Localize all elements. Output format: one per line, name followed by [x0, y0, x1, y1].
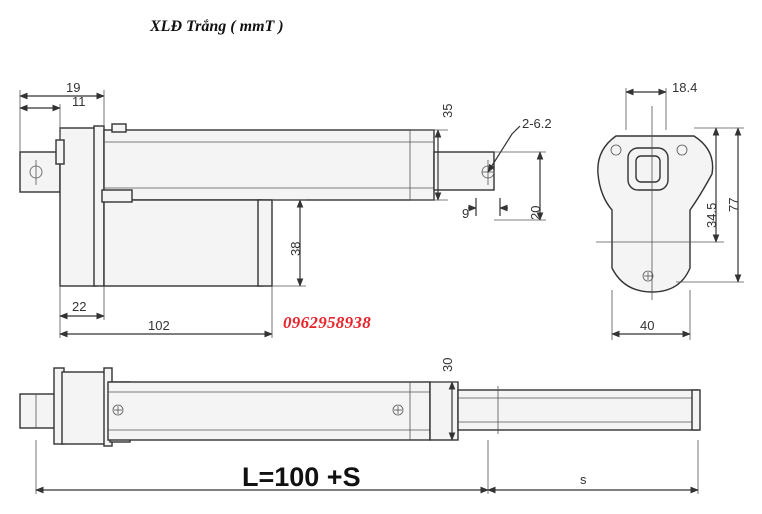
dim-35: 35 [440, 104, 455, 118]
dim-20: 20 [528, 206, 543, 220]
end-view-hole-left [610, 144, 622, 156]
drawing-title: XLĐ Trắng ( mmT ) [150, 18, 284, 35]
dim-11: 11 [72, 94, 86, 109]
dim-77: 77 [726, 198, 741, 212]
dim-102: 102 [148, 318, 170, 333]
dim-34-5: 34.5 [704, 203, 719, 228]
dim-9: 9 [462, 206, 469, 221]
dim-22: 22 [72, 299, 86, 314]
end-view: 18.4 34.5 77 40 [596, 80, 744, 340]
rear-flange [59, 127, 97, 287]
rear-clevis [19, 151, 61, 193]
top-screw-left [112, 404, 124, 416]
dim-40: 40 [640, 318, 654, 333]
end-view-hole-bottom [642, 270, 654, 282]
dim-38: 38 [288, 242, 303, 256]
dim-30: 30 [440, 358, 455, 372]
end-view-hole-right [676, 144, 688, 156]
inner-rod [433, 151, 495, 191]
side-view: 19 11 35 2-6.2 20 9 38 22 102 [19, 80, 552, 338]
dim-2-6-2: 2-6.2 [522, 116, 552, 131]
phone-number: 0962958938 [283, 313, 371, 332]
main-tube [103, 129, 435, 201]
length-formula: L=100 +S [242, 462, 361, 492]
dim-18-4: 18.4 [672, 80, 697, 95]
top-screw-right [392, 404, 404, 416]
top-view: 30 s [19, 358, 701, 494]
motor-housing [103, 199, 263, 287]
dim-s: s [580, 472, 587, 487]
top-inner-rod [457, 389, 699, 431]
top-main-tube [107, 381, 431, 441]
dim-19: 19 [66, 80, 80, 95]
